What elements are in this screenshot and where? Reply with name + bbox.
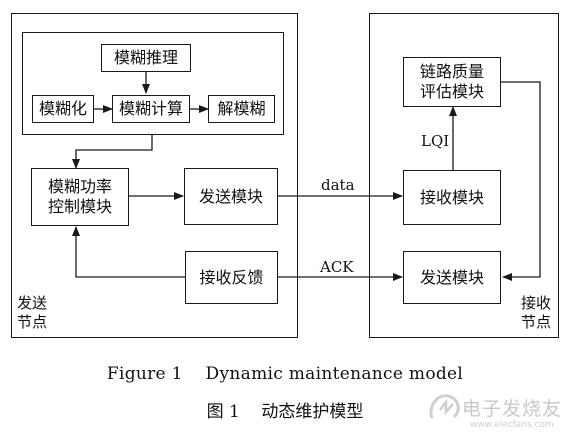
watermark-url: www.elecfans.com [470, 420, 554, 430]
edge-fuzzy-power [72, 135, 153, 169]
link-quality-box: 链路质量 评估模块 [403, 57, 501, 107]
watermark-logo-icon [429, 394, 460, 419]
fuzzy-compute-box: 模糊计算 [112, 95, 190, 123]
edge-quality-send [501, 81, 541, 281]
sender-send-module-box: 发送模块 [184, 168, 278, 225]
edge-label-data: data [321, 176, 355, 194]
receiver-node-label: 接收 节点 [521, 294, 552, 331]
receiver-node-frame [369, 13, 559, 338]
receiver-send-module-box: 发送模块 [403, 251, 501, 304]
sender-node-frame [11, 13, 298, 338]
recv-feedback-box: 接收反馈 [185, 251, 278, 304]
caption-chinese: 图 1 动态维护模型 [206, 402, 364, 422]
caption-english: Figure 1 Dynamic maintenance model [106, 364, 464, 384]
defuzzify-box: 解模糊 [208, 95, 275, 123]
receiver-recv-module-box: 接收模块 [403, 170, 501, 225]
edge-label-ack: ACK [320, 258, 354, 276]
fuzzify-box: 模糊化 [32, 95, 94, 123]
watermark-text: 电子发烧友 [462, 398, 563, 420]
edge-feedback-power [72, 226, 185, 278]
edge-label-lqi: LQI [421, 132, 450, 150]
fuzzy-controller-frame [22, 32, 284, 135]
watermark-logo: 电子发烧友 [426, 388, 566, 430]
power-control-box: 模糊功率 控制模块 [31, 168, 129, 226]
fuzzy-reasoning-box: 模糊推理 [101, 44, 191, 72]
sender-node-label: 发送 节点 [17, 294, 48, 331]
